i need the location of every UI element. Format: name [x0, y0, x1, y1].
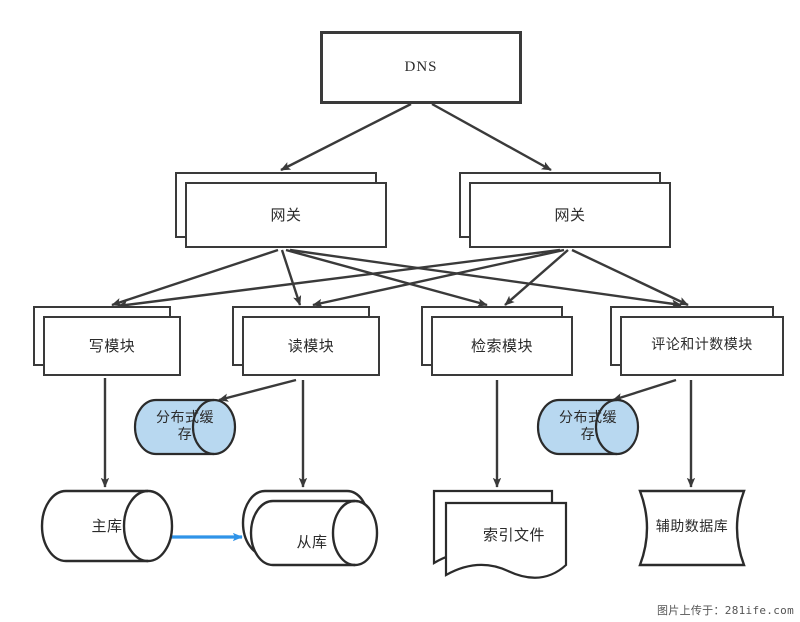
gateway-right-front-layer: 网关	[469, 182, 671, 248]
node-index-file[interactable]: 索引文件	[432, 489, 572, 581]
edge-gwright-read	[312, 248, 565, 308]
node-cache-right[interactable]: 分布式缓存	[536, 398, 640, 456]
read-module-front-layer: 读模块	[242, 316, 380, 376]
edge-comment-cache-right	[612, 378, 677, 402]
watermark-text: 图片上传于：281ife.com	[656, 604, 794, 617]
write-module-front-layer: 写模块	[43, 316, 181, 376]
node-cache-left[interactable]: 分布式缓存	[133, 398, 237, 456]
gateway-left-front-layer: 网关	[185, 182, 387, 248]
node-write-module-label: 写模块	[88, 336, 136, 355]
node-comment-count-module[interactable]: 评论和计数模块	[610, 306, 784, 376]
node-slave-db[interactable]: 从库	[241, 489, 381, 571]
node-search-module-label: 检索模块	[470, 336, 533, 355]
node-gateway-left-label: 网关	[270, 205, 302, 224]
edge-gwleft-read	[280, 249, 302, 306]
edge-dns-gateway-right	[431, 102, 552, 172]
edge-gwleft-search	[285, 248, 488, 307]
node-search-module[interactable]: 检索模块	[421, 306, 573, 376]
node-write-module[interactable]: 写模块	[33, 306, 181, 376]
edge-gwright-comment	[571, 248, 689, 307]
node-dns-label: DNS	[404, 59, 438, 76]
node-dns[interactable]: DNS	[320, 31, 522, 104]
node-gateway-left[interactable]: 网关	[175, 172, 387, 248]
node-gateway-right[interactable]: 网关	[459, 172, 671, 248]
node-aux-db[interactable]: 辅助数据库	[626, 489, 758, 567]
edge-read-cache-left	[218, 378, 297, 402]
edge-gwleft-write	[111, 248, 279, 307]
edge-gwleft-comment	[289, 248, 682, 308]
search-module-front-layer: 检索模块	[431, 316, 573, 376]
edge-gwright-search	[504, 249, 569, 306]
node-read-module[interactable]: 读模块	[232, 306, 380, 376]
edge-gwright-write	[117, 248, 561, 310]
node-read-module-label: 读模块	[287, 336, 335, 355]
node-gateway-right-label: 网关	[554, 205, 586, 224]
edge-dns-gateway-left	[280, 102, 412, 172]
node-master-db[interactable]: 主库	[40, 489, 174, 563]
comment-module-front-layer: 评论和计数模块	[620, 316, 784, 376]
node-comment-count-module-label: 评论和计数模块	[651, 337, 753, 354]
